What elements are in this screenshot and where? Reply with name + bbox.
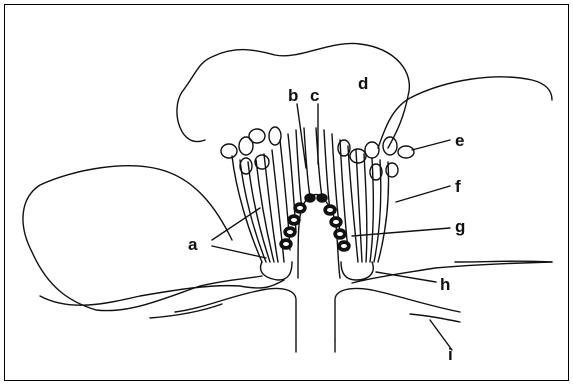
anther: [255, 155, 269, 169]
label-e: e: [455, 132, 464, 149]
cup-bottom-right: [410, 314, 460, 322]
label-c: c: [310, 87, 319, 104]
label-f: f: [455, 178, 461, 195]
anther: [221, 144, 237, 158]
cup-bottom-left: [150, 304, 222, 318]
anther: [240, 158, 252, 174]
anther: [383, 137, 397, 155]
pistils: [280, 194, 350, 251]
anther: [269, 127, 281, 145]
anther: [365, 142, 379, 158]
label-g: g: [455, 218, 465, 235]
anther: [249, 129, 265, 143]
left-petal: [23, 166, 262, 311]
receptacle-right: [341, 262, 373, 280]
leader-h: [376, 272, 436, 282]
peduncle: [296, 340, 335, 352]
label-d: d: [358, 75, 368, 92]
leader-e: [412, 140, 450, 150]
label-h: h: [440, 276, 450, 293]
leader-f: [396, 186, 450, 202]
receptacle-left: [261, 262, 292, 280]
label-b: b: [288, 87, 298, 104]
anther: [398, 146, 414, 158]
label-i: i: [448, 346, 453, 363]
label-a: a: [188, 236, 197, 253]
